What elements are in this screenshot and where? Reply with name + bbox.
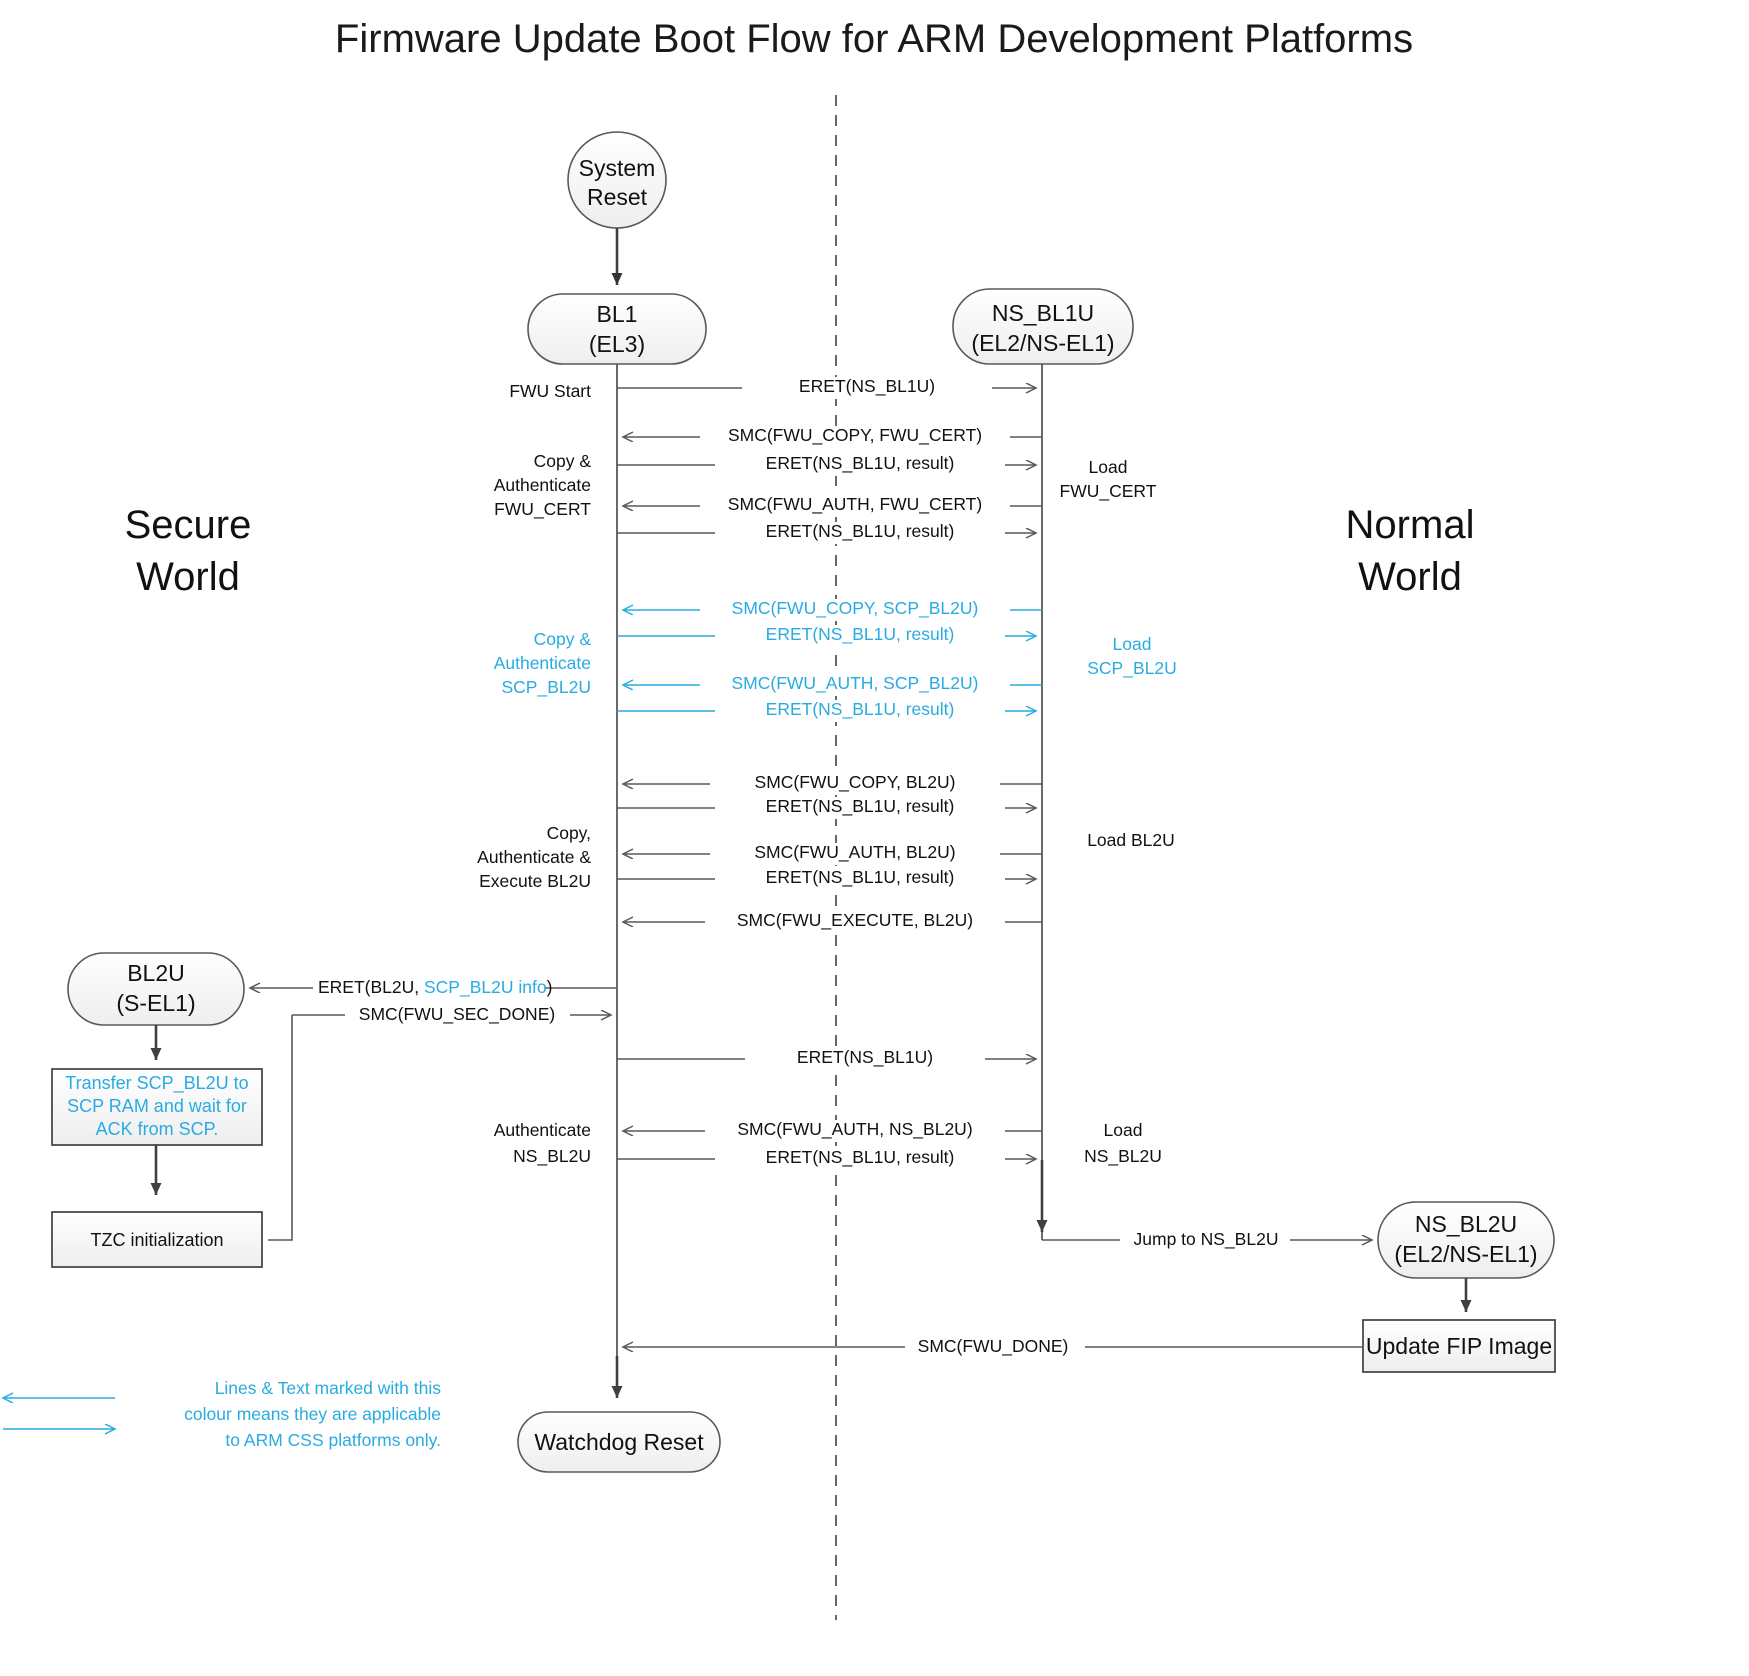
message-row: SMC(FWU_COPY, BL2U): [623, 772, 1042, 795]
message-label: ERET(NS_BL1U, result): [766, 453, 955, 474]
message-label: ERET(NS_BL1U, result): [766, 624, 955, 645]
box-update-fip-image[interactable]: [1362, 1319, 1556, 1373]
message-label: SMC(FWU_COPY, SCP_BL2U): [732, 598, 979, 619]
message-label: ERET(NS_BL1U, result): [766, 796, 955, 817]
message-row: SMC(FWU_COPY, SCP_BL2U): [623, 598, 1042, 621]
message-row: SMC(FWU_COPY, FWU_CERT): [623, 425, 1042, 448]
node-watchdog-reset[interactable]: [517, 1411, 721, 1473]
box-transfer-line3: ACK from SCP.: [96, 1119, 219, 1139]
left-label-copy-auth-exec-bl2u-line2: Authenticate &: [477, 847, 591, 867]
left-label-authenticate-ns-bl2u-line1: Authenticate: [494, 1120, 591, 1140]
normal-world-label-line2: World: [1358, 555, 1462, 599]
message-row: ERET(NS_BL1U): [617, 376, 1036, 399]
message-label: SMC(FWU_AUTH, NS_BL2U): [737, 1119, 972, 1140]
left-label-copy-auth-scp-bl2u-line3: SCP_BL2U: [502, 677, 592, 698]
message-row: SMC(FWU_AUTH, SCP_BL2U): [623, 673, 1042, 696]
box-transfer-scp-bl2u[interactable]: [51, 1068, 263, 1146]
legend-line1: Lines & Text marked with this: [215, 1378, 442, 1398]
right-label-load-fwu-cert-line2: FWU_CERT: [1060, 481, 1157, 502]
message-row: ERET(NS_BL1U, result): [617, 699, 1036, 722]
message-label: ERET(NS_BL1U, result): [766, 521, 955, 542]
message-smc-fwu-sec-done: SMC(FWU_SEC_DONE): [268, 1004, 611, 1241]
message-label: SMC(FWU_AUTH, SCP_BL2U): [732, 673, 979, 694]
node-ns-bl1u-line1: NS_BL1U: [992, 300, 1094, 326]
left-label-fwu-start: FWU Start: [509, 381, 591, 401]
right-label-load-bl2u: Load BL2U: [1087, 830, 1175, 850]
node-watchdog-reset-label: Watchdog Reset: [534, 1429, 704, 1455]
message-label: ERET(NS_BL1U, result): [766, 699, 955, 720]
node-bl1-line1: BL1: [597, 301, 638, 327]
left-label-authenticate-ns-bl2u-line2: NS_BL2U: [513, 1146, 591, 1167]
eret-bl2u-tail: ): [547, 977, 553, 997]
node-ns-bl2u-line1: NS_BL2U: [1415, 1211, 1517, 1237]
legend: Lines & Text marked with this colour mea…: [3, 1378, 441, 1450]
message-jump-label: Jump to NS_BL2U: [1134, 1229, 1279, 1250]
message-label: ERET(NS_BL1U): [799, 376, 935, 397]
message-label: SMC(FWU_AUTH, FWU_CERT): [728, 494, 982, 515]
message-label: SMC(FWU_EXECUTE, BL2U): [737, 910, 973, 931]
left-label-copy-auth-exec-bl2u-line3: Execute BL2U: [479, 871, 591, 891]
message-smc-fwu-done: SMC(FWU_DONE): [623, 1336, 1363, 1358]
node-system-reset-line2: Reset: [587, 184, 648, 210]
eret-bl2u-plain: ERET(BL2U,: [318, 977, 424, 997]
left-label-copy-auth-scp-bl2u-line1: Copy &: [534, 629, 592, 649]
message-smc-fwu-done-label: SMC(FWU_DONE): [918, 1336, 1069, 1357]
left-label-copy-auth-fwu-cert-line1: Copy &: [534, 451, 592, 471]
node-system-reset-line1: System: [579, 155, 656, 181]
message-jump-to-ns-bl2u: Jump to NS_BL2U: [1036, 1160, 1372, 1251]
node-bl2u-line1: BL2U: [127, 960, 185, 986]
eret-bl2u-cyan: SCP_BL2U info: [424, 977, 547, 998]
message-row: ERET(NS_BL1U, result): [617, 867, 1036, 890]
message-label: SMC(FWU_COPY, FWU_CERT): [728, 425, 982, 446]
node-ns-bl2u-line2: (EL2/NS-EL1): [1394, 1241, 1537, 1267]
box-update-fip-label: Update FIP Image: [1366, 1333, 1552, 1359]
node-bl1[interactable]: [527, 293, 707, 365]
box-tzc-label: TZC initialization: [90, 1230, 223, 1250]
page-title: Firmware Update Boot Flow for ARM Develo…: [335, 17, 1413, 61]
left-label-copy-auth-exec-bl2u-line1: Copy,: [547, 823, 591, 843]
message-row: ERET(NS_BL1U, result): [617, 624, 1036, 647]
secure-world-label-line1: Secure: [125, 503, 252, 547]
node-ns-bl1u[interactable]: [952, 288, 1134, 365]
message-row: SMC(FWU_AUTH, NS_BL2U): [623, 1119, 1042, 1142]
normal-world-label-line1: Normal: [1346, 503, 1475, 547]
message-eret-bl2u: ERET(BL2U, SCP_BL2U info): [250, 977, 617, 999]
legend-line2: colour means they are applicable: [184, 1404, 441, 1424]
secure-world-label-line2: World: [136, 555, 240, 599]
box-transfer-line1: Transfer SCP_BL2U to: [65, 1073, 248, 1094]
right-label-load-scp-bl2u-line2: SCP_BL2U: [1087, 658, 1177, 679]
left-label-copy-auth-fwu-cert-line2: Authenticate: [494, 475, 591, 495]
message-smc-fwu-sec-done-label: SMC(FWU_SEC_DONE): [359, 1004, 555, 1025]
message-eret-bl2u-label: ERET(BL2U, SCP_BL2U info): [318, 977, 552, 998]
message-label: ERET(NS_BL1U, result): [766, 1147, 955, 1168]
left-label-copy-auth-scp-bl2u-line2: Authenticate: [494, 653, 591, 673]
node-ns-bl1u-line2: (EL2/NS-EL1): [971, 330, 1114, 356]
right-label-load-ns-bl2u-line1: Load: [1104, 1120, 1143, 1140]
right-label-load-ns-bl2u-line2: NS_BL2U: [1084, 1146, 1162, 1167]
message-row: ERET(NS_BL1U, result): [617, 796, 1036, 819]
node-bl1-line2: (EL3): [589, 331, 645, 357]
message-label: ERET(NS_BL1U): [797, 1047, 933, 1068]
node-bl2u-line2: (S-EL1): [116, 990, 195, 1016]
message-row: SMC(FWU_EXECUTE, BL2U): [623, 910, 1042, 933]
message-row: ERET(NS_BL1U, result): [617, 453, 1036, 476]
message-row: ERET(NS_BL1U, result): [617, 521, 1036, 544]
box-transfer-line2: SCP RAM and wait for: [67, 1096, 247, 1116]
left-label-copy-auth-fwu-cert-line3: FWU_CERT: [494, 499, 591, 520]
message-label: ERET(NS_BL1U, result): [766, 867, 955, 888]
message-label: SMC(FWU_COPY, BL2U): [755, 772, 956, 793]
box-tzc-initialization[interactable]: [51, 1211, 263, 1268]
message-row: ERET(NS_BL1U): [617, 1047, 1036, 1070]
message-row: SMC(FWU_AUTH, FWU_CERT): [623, 494, 1042, 517]
message-label: SMC(FWU_AUTH, BL2U): [754, 842, 955, 863]
legend-line3: to ARM CSS platforms only.: [225, 1430, 441, 1450]
message-row: ERET(NS_BL1U, result): [617, 1147, 1036, 1170]
right-label-load-scp-bl2u-line1: Load: [1113, 634, 1152, 654]
message-row: SMC(FWU_AUTH, BL2U): [623, 842, 1042, 865]
right-label-load-fwu-cert-line1: Load: [1089, 457, 1128, 477]
